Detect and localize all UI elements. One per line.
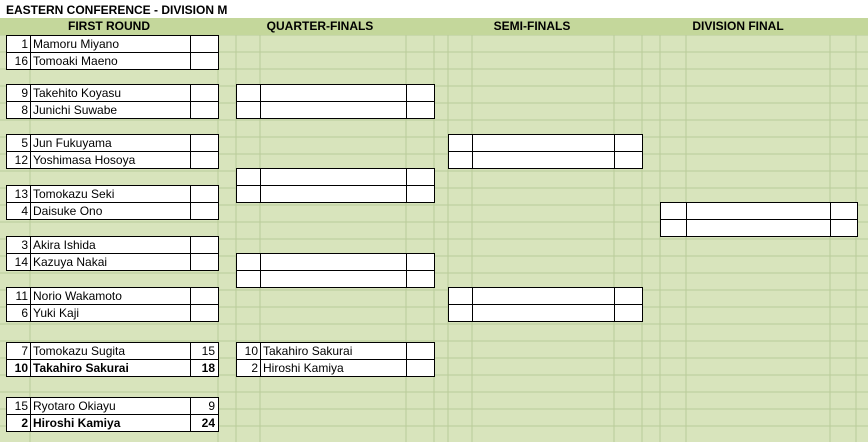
score-cell[interactable] [406, 84, 435, 102]
header-row [0, 18, 868, 35]
score-cell[interactable]: 15 [190, 342, 219, 360]
player-name-cell[interactable]: Tomokazu Seki [30, 185, 191, 203]
player-name-cell[interactable]: Tomokazu Sugita [30, 342, 191, 360]
seed-cell[interactable]: 4 [6, 202, 31, 220]
score-cell[interactable]: 9 [190, 397, 219, 415]
score-cell[interactable] [190, 84, 219, 102]
player-name-cell[interactable]: Takehito Koyasu [30, 84, 191, 102]
player-name-cell[interactable] [472, 287, 615, 305]
score-cell[interactable] [406, 270, 435, 288]
player-name-cell[interactable]: Kazuya Nakai [30, 253, 191, 271]
player-name-cell[interactable] [686, 219, 831, 237]
player-name-cell[interactable] [472, 304, 615, 322]
score-cell[interactable] [830, 202, 858, 220]
score-cell[interactable] [406, 168, 435, 186]
score-cell[interactable] [190, 134, 219, 152]
header-division-final: DIVISION FINAL [692, 19, 784, 33]
player-name-cell[interactable] [260, 84, 407, 102]
sheet-title: EASTERN CONFERENCE - DIVISION M [6, 3, 228, 17]
player-name-cell[interactable]: Norio Wakamoto [30, 287, 191, 305]
player-name-cell[interactable] [260, 101, 407, 119]
score-cell[interactable] [406, 342, 435, 360]
seed-cell[interactable] [448, 287, 473, 305]
score-cell[interactable] [190, 287, 219, 305]
player-name-cell[interactable] [260, 253, 407, 271]
seed-cell[interactable] [448, 304, 473, 322]
player-name-cell[interactable] [260, 185, 407, 203]
header-first-round: FIRST ROUND [68, 19, 150, 33]
seed-cell[interactable]: 10 [6, 359, 31, 377]
score-cell[interactable] [406, 101, 435, 119]
seed-cell[interactable]: 1 [6, 35, 31, 53]
player-name-cell[interactable]: Junichi Suwabe [30, 101, 191, 119]
seed-cell[interactable] [236, 270, 261, 288]
player-name-cell[interactable]: Hiroshi Kamiya [30, 414, 191, 432]
seed-cell[interactable]: 10 [236, 342, 261, 360]
player-name-cell[interactable]: Mamoru Miyano [30, 35, 191, 53]
player-name-cell[interactable] [472, 151, 615, 169]
player-name-cell[interactable]: Ryotaro Okiayu [30, 397, 191, 415]
seed-cell[interactable] [236, 84, 261, 102]
player-name-cell[interactable]: Takahiro Sakurai [30, 359, 191, 377]
score-cell[interactable] [406, 359, 435, 377]
player-name-cell[interactable]: Jun Fukuyama [30, 134, 191, 152]
seed-cell[interactable] [236, 168, 261, 186]
seed-cell[interactable] [236, 253, 261, 271]
header-quarter-finals: QUARTER-FINALS [266, 19, 374, 33]
player-name-cell[interactable]: Daisuke Ono [30, 202, 191, 220]
header-semi-finals: SEMI-FINALS [493, 19, 571, 33]
seed-cell[interactable]: 3 [6, 236, 31, 254]
seed-cell[interactable]: 5 [6, 134, 31, 152]
score-cell[interactable]: 24 [190, 414, 219, 432]
seed-cell[interactable]: 13 [6, 185, 31, 203]
score-cell[interactable] [190, 253, 219, 271]
score-cell[interactable] [614, 287, 643, 305]
player-name-cell[interactable]: Yoshimasa Hosoya [30, 151, 191, 169]
score-cell[interactable] [190, 52, 219, 70]
score-cell[interactable] [190, 35, 219, 53]
player-name-cell[interactable]: Hiroshi Kamiya [260, 359, 407, 377]
score-cell[interactable] [614, 151, 643, 169]
seed-cell[interactable] [448, 134, 473, 152]
score-cell[interactable] [614, 134, 643, 152]
score-cell[interactable] [190, 101, 219, 119]
player-name-cell[interactable] [260, 168, 407, 186]
player-name-cell[interactable]: Akira Ishida [30, 236, 191, 254]
score-cell[interactable]: 18 [190, 359, 219, 377]
player-name-cell[interactable] [472, 134, 615, 152]
seed-cell[interactable]: 11 [6, 287, 31, 305]
player-name-cell[interactable] [260, 270, 407, 288]
seed-cell[interactable]: 16 [6, 52, 31, 70]
score-cell[interactable] [614, 304, 643, 322]
seed-cell[interactable] [236, 101, 261, 119]
player-name-cell[interactable]: Yuki Kaji [30, 304, 191, 322]
score-cell[interactable] [190, 236, 219, 254]
seed-cell[interactable] [236, 185, 261, 203]
score-cell[interactable] [190, 304, 219, 322]
seed-cell[interactable]: 2 [236, 359, 261, 377]
score-cell[interactable] [190, 202, 219, 220]
seed-cell[interactable]: 14 [6, 253, 31, 271]
score-cell[interactable] [406, 185, 435, 203]
seed-cell[interactable]: 15 [6, 397, 31, 415]
seed-cell[interactable] [448, 151, 473, 169]
seed-cell[interactable] [660, 219, 687, 237]
seed-cell[interactable]: 6 [6, 304, 31, 322]
seed-cell[interactable]: 9 [6, 84, 31, 102]
seed-cell[interactable]: 8 [6, 101, 31, 119]
seed-cell[interactable] [660, 202, 687, 220]
score-cell[interactable] [406, 253, 435, 271]
seed-cell[interactable]: 12 [6, 151, 31, 169]
score-cell[interactable] [190, 185, 219, 203]
player-name-cell[interactable]: Tomoaki Maeno [30, 52, 191, 70]
score-cell[interactable] [190, 151, 219, 169]
player-name-cell[interactable] [686, 202, 831, 220]
seed-cell[interactable]: 2 [6, 414, 31, 432]
player-name-cell[interactable]: Takahiro Sakurai [260, 342, 407, 360]
title-row [0, 0, 868, 18]
score-cell[interactable] [830, 219, 858, 237]
seed-cell[interactable]: 7 [6, 342, 31, 360]
